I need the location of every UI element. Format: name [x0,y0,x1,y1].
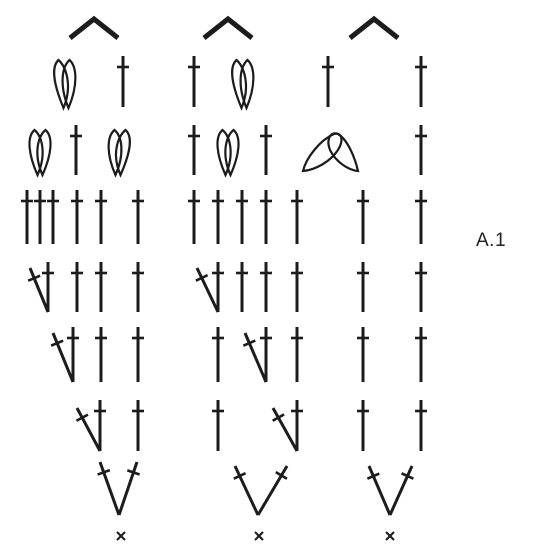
treble-crochet-symbol [256,465,289,516]
start-stitch-symbol [385,531,395,541]
treble-crochet-symbol [50,332,75,383]
treble-crochet-symbol [236,190,248,244]
treble-crochet-symbol [212,190,224,244]
double-crochet-cluster-symbol [53,58,77,111]
treble-crochet-symbol [47,190,59,244]
double-crochet-cluster-symbol [107,128,131,178]
start-stitch-symbol [254,531,264,541]
start-stitch-symbol [116,531,126,541]
chart-label: A.1 [476,230,507,251]
treble-crochet-symbol [366,465,392,516]
treble-crochet-symbol [271,407,299,452]
treble-crochet-symbol [71,262,83,312]
treble-crochet-symbol [75,407,102,452]
treble-crochet-symbol [117,461,141,516]
treble-crochet-symbol [95,327,107,382]
treble-crochet-symbol [34,190,46,244]
treble-crochet-symbol [97,461,121,516]
treble-crochet-symbol [415,400,427,451]
treble-crochet-symbol [260,190,272,244]
treble-crochet-symbol [291,327,303,382]
treble-crochet-symbol [260,327,272,382]
double-crochet-cluster-symbol [216,128,240,178]
treble-crochet-symbol [322,56,334,107]
treble-crochet-symbol [94,400,106,451]
treble-crochet-symbol [415,190,427,244]
treble-crochet-symbol [188,190,200,244]
chain-arch-symbol [348,15,400,40]
chain-arch-symbol [68,15,120,40]
treble-crochet-symbol [415,262,427,312]
treble-crochet-symbol [291,190,303,244]
treble-crochet-symbol [415,56,427,107]
treble-crochet-symbol [260,125,272,175]
treble-crochet-symbol [27,267,50,313]
treble-crochet-symbol [21,190,33,244]
treble-crochet-symbol [42,262,54,312]
double-crochet-cluster-symbol [231,58,255,111]
treble-crochet-symbol [236,262,248,312]
treble-crochet-symbol [212,400,224,451]
treble-crochet-symbol [415,125,427,175]
treble-crochet-symbol [212,327,224,382]
treble-crochet-symbol [357,327,369,382]
treble-crochet-symbol [415,327,427,382]
chain-arch-symbol [202,15,254,40]
treble-crochet-symbol [132,400,144,451]
treble-crochet-symbol [71,190,83,244]
treble-crochet-symbol [357,400,369,451]
treble-crochet-symbol [132,190,144,244]
treble-crochet-symbol [291,400,303,451]
treble-crochet-symbol [132,327,144,382]
treble-crochet-symbol [357,190,369,244]
treble-crochet-symbol [357,262,369,312]
treble-crochet-symbol [132,262,144,312]
treble-crochet-symbol [117,56,129,107]
treble-crochet-symbol [188,125,200,175]
treble-crochet-symbol [242,332,268,383]
treble-crochet-symbol [195,267,220,313]
double-crochet-cluster-symbol [301,132,360,173]
treble-crochet-symbol [212,262,224,312]
treble-crochet-symbol [70,125,82,175]
treble-crochet-symbol [388,465,414,516]
treble-crochet-symbol [95,262,107,312]
treble-crochet-symbol [67,327,79,382]
treble-crochet-symbol [95,190,107,244]
treble-crochet-symbol [233,465,260,516]
treble-crochet-symbol [291,262,303,312]
treble-crochet-symbol [260,262,272,312]
treble-crochet-symbol [188,56,200,107]
double-crochet-cluster-symbol [28,128,52,178]
